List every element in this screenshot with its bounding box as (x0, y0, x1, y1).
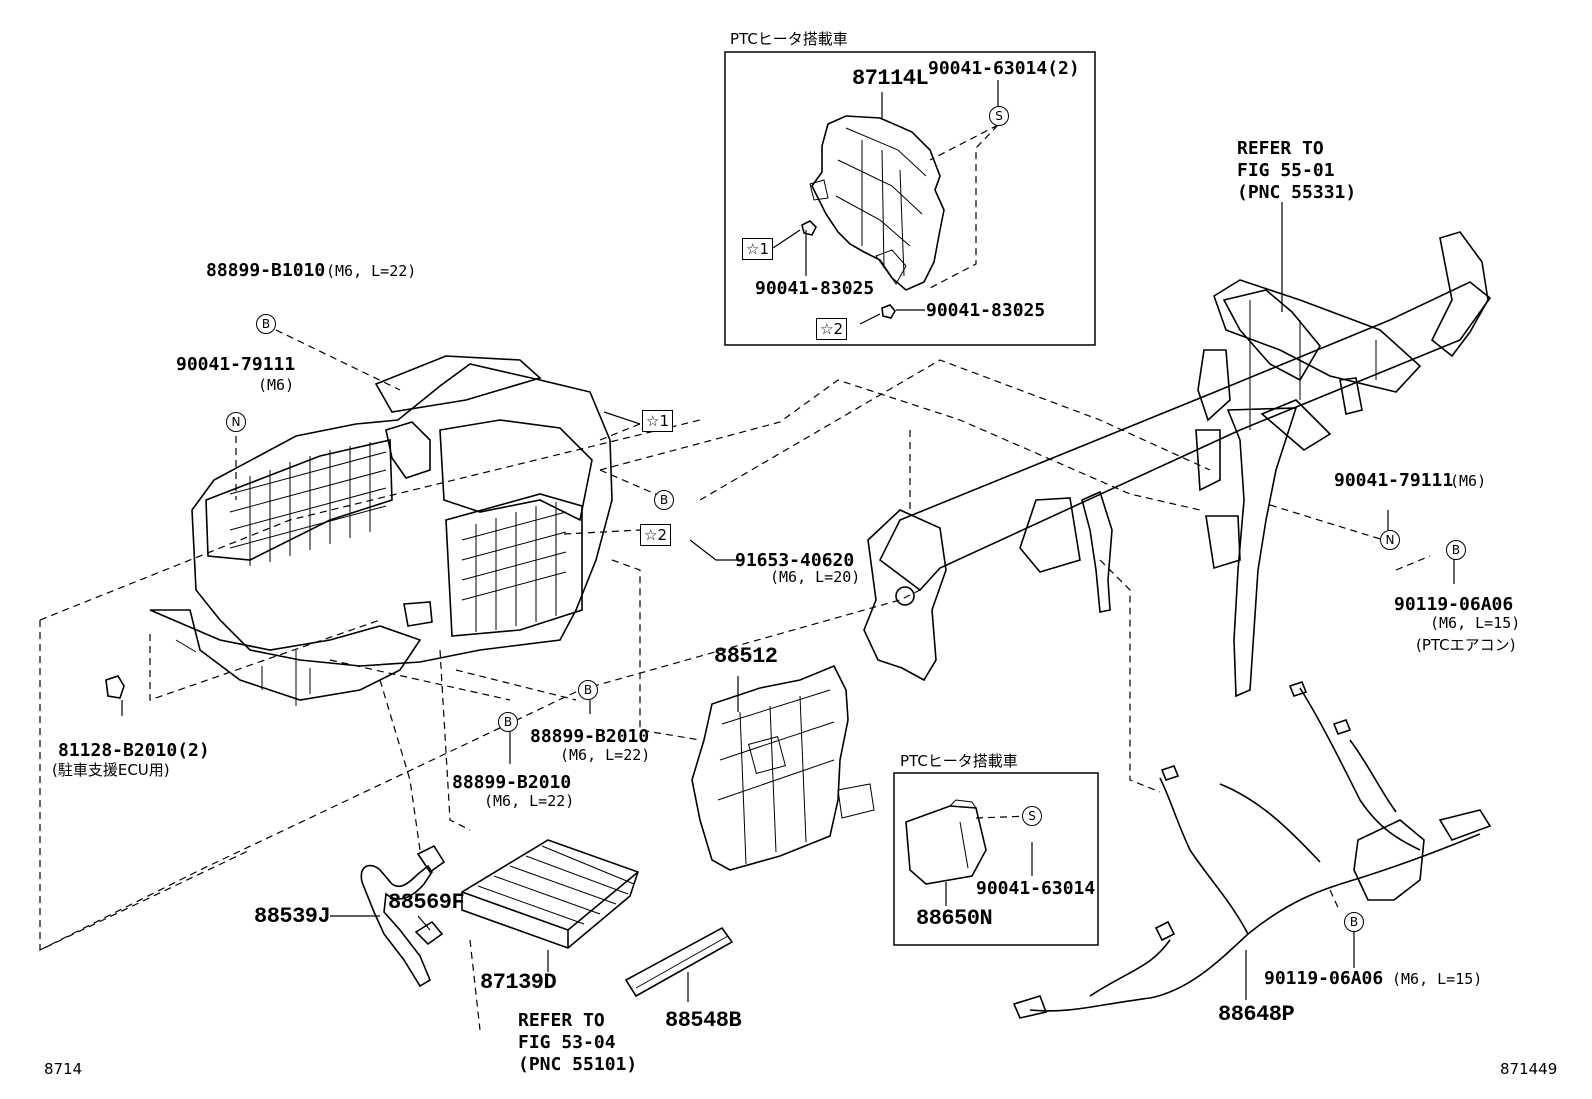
marker-b-91653: B (654, 490, 674, 510)
marker-b-88899-b2010-b: B (498, 712, 518, 732)
marker-s-mid: S (1022, 806, 1042, 826)
marker-n-left: N (226, 412, 246, 432)
callout-88548b: 88548B (665, 1008, 742, 1033)
callout-87114l: 87114L (852, 66, 929, 91)
clip-top-a (801, 220, 817, 236)
refer-fig-55-01-line1: REFER TO (1237, 138, 1324, 159)
harness-88648p-drawing (1012, 681, 1492, 1019)
callout-90041-63014: 90041-63014 (976, 878, 1096, 899)
callout-90041-63014-2: 90041-63014(2) (928, 58, 1080, 79)
callout-88899-b2010-a-spec: (M6, L=22) (560, 746, 651, 764)
callout-90041-79111-left: 90041-79111 (176, 354, 296, 375)
refer-fig-53-04-line1: REFER TO (518, 1010, 605, 1031)
diagram-code-right: 871449 (1500, 1060, 1558, 1078)
clip-top-b (881, 304, 896, 319)
callout-90119-06a06-upper-note: (PTCエアコン) (1416, 636, 1516, 654)
callout-90041-83025-a: 90041-83025 (755, 278, 875, 299)
callout-90119-06a06-upper-spec: (M6, L=15) (1430, 614, 1521, 632)
callout-88569f: 88569F (388, 890, 465, 915)
bracket-88512-drawing (691, 664, 875, 871)
ptc-top-frame (724, 51, 1096, 346)
badge-star2-hvac: ☆2 (640, 524, 671, 546)
callout-88899-b1010: 88899-B1010 (206, 260, 326, 281)
callout-90119-06a06-lower-spec: (M6, L=15) (1392, 970, 1483, 988)
refer-fig-53-04-line3: (PNC 55101) (518, 1054, 638, 1075)
badge-star2-top: ☆2 (816, 318, 847, 340)
callout-87139d: 87139D (480, 970, 557, 995)
callout-88899-b1010-spec: (M6, L=22) (326, 262, 417, 280)
callout-90119-06a06-upper: 90119-06A06 (1394, 594, 1514, 615)
badge-star1-top: ☆1 (742, 238, 773, 260)
callout-91653-40620-spec: (M6, L=20) (770, 568, 861, 586)
callout-88899-b2010-b-spec: (M6, L=22) (484, 792, 575, 810)
ip-reinforcement-drawing (863, 231, 1492, 698)
callout-90041-79111-right: 90041-79111 (1334, 470, 1454, 491)
callout-88899-b2010-a: 88899-B2010 (530, 726, 650, 747)
callout-88648p: 88648P (1218, 1002, 1295, 1027)
callout-90041-83025-b: 90041-83025 (926, 300, 1046, 321)
duct-87114l-drawing (809, 115, 945, 291)
diagram-code-left: 8714 (44, 1060, 83, 1078)
marker-b-90119-upper: B (1446, 540, 1466, 560)
filter-87139d-drawing (461, 839, 640, 949)
hvac-unit-drawing (149, 355, 613, 706)
marker-s-top: S (989, 106, 1009, 126)
clip-81128 (105, 675, 125, 699)
ptc-mid-header: PTCヒータ搭載車 (900, 752, 1018, 770)
refer-fig-55-01-line2: FIG 55-01 (1237, 160, 1335, 181)
callout-88539j: 88539J (254, 904, 331, 929)
callout-81128-b2010-note: (駐車支援ECU用) (52, 761, 170, 779)
callout-88512: 88512 (714, 644, 778, 669)
relation-lines (39, 329, 1431, 1031)
ecu-88650n-drawing (905, 799, 987, 885)
refer-fig-55-01-line3: (PNC 55331) (1237, 182, 1357, 203)
callout-91653-40620: 91653-40620 (735, 550, 855, 571)
callout-90119-06a06-lower: 90119-06A06 (1264, 968, 1384, 989)
marker-n-right: N (1380, 530, 1400, 550)
strip-88548b-drawing (624, 926, 734, 998)
refer-fig-53-04-line2: FIG 53-04 (518, 1032, 616, 1053)
callout-90041-79111-left-spec: (M6) (258, 376, 295, 394)
marker-b-90119-lower: B (1344, 912, 1364, 932)
marker-b-88899-b2010-a: B (578, 680, 598, 700)
callout-90041-79111-right-spec: (M6) (1450, 472, 1487, 490)
badge-star1-hvac: ☆1 (642, 410, 673, 432)
marker-b-88899-b1010: B (256, 314, 276, 334)
callout-88899-b2010-b: 88899-B2010 (452, 772, 572, 793)
callout-81128-b2010: 81128-B2010(2) (58, 740, 210, 761)
ptc-top-header: PTCヒータ搭載車 (730, 30, 848, 48)
ptc-mid-frame (893, 772, 1099, 946)
callout-88650n: 88650N (916, 906, 993, 931)
